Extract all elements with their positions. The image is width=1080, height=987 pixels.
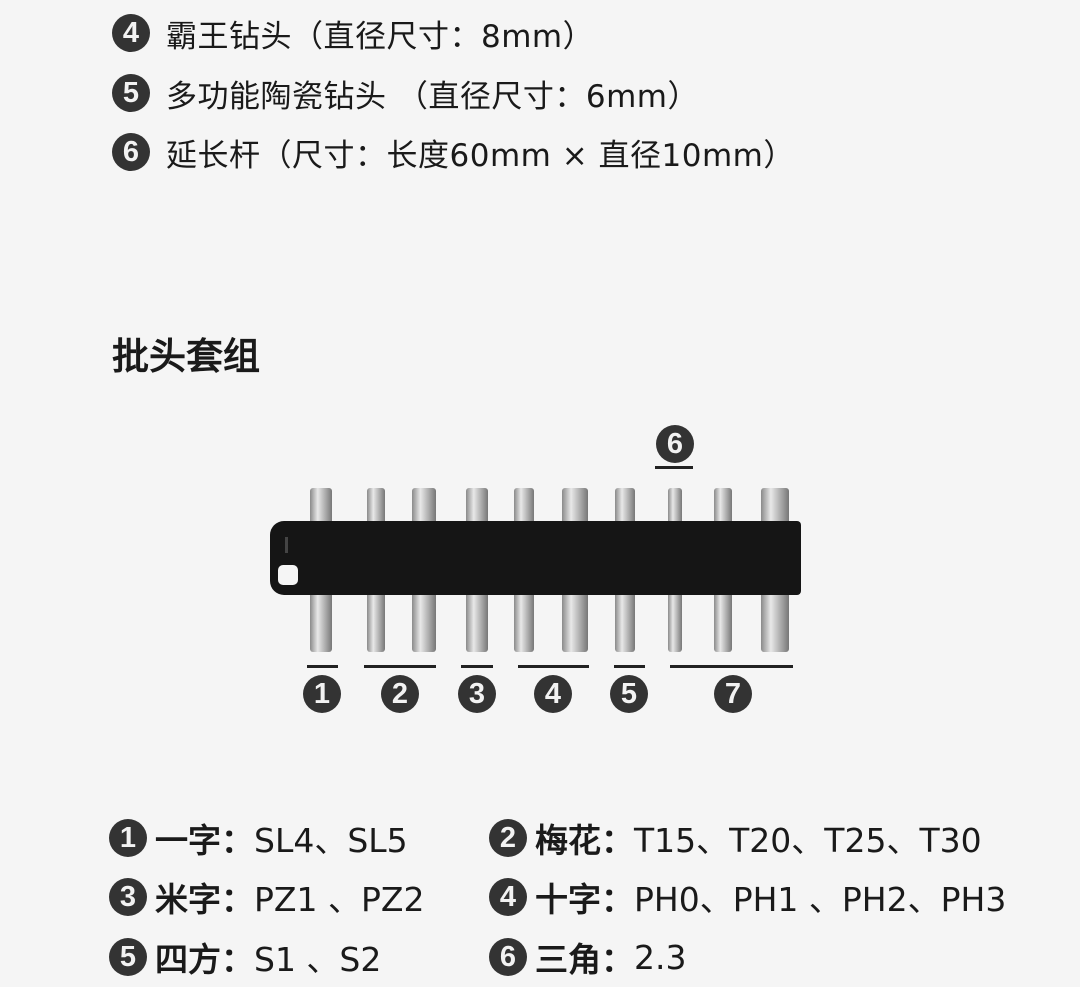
drill-item-text: 霸王钻头（直径尺寸：8mm） (166, 18, 595, 55)
screwdriver-bit (761, 488, 789, 524)
screwdriver-bit (668, 592, 682, 652)
spec-name: 十字： (535, 880, 634, 919)
group-underline (670, 665, 793, 668)
spec-name: 四方： (155, 940, 254, 979)
number-badge: 1 (109, 819, 147, 857)
section-title: 批头套组 (112, 335, 260, 378)
screwdriver-bit (615, 488, 635, 524)
group-underline (461, 665, 493, 668)
screwdriver-bit (367, 488, 385, 524)
spec-item: 3 米字： PZ1 、PZ2 (109, 874, 425, 920)
hanging-hole (278, 565, 298, 585)
screwdriver-bit (367, 592, 385, 652)
spec-name: 米字： (155, 880, 254, 919)
number-badge: 4 (112, 14, 150, 52)
drill-item-text: 延长杆（尺寸：长度60mm × 直径10mm） (166, 137, 795, 174)
figure-label: 1 (303, 675, 341, 713)
group-underline (655, 466, 693, 469)
spec-item: 6 三角： 2.3 (489, 934, 686, 980)
number-badge: 6 (112, 133, 150, 171)
screwdriver-bit (412, 488, 436, 524)
group-underline (364, 665, 436, 668)
drill-item-5: 5 多功能陶瓷钻头 （直径尺寸：6mm） (112, 68, 699, 118)
number-badge: 5 (112, 74, 150, 112)
screwdriver-bit (514, 488, 534, 524)
spec-item: 2 梅花： T15、T20、T25、T30 (489, 815, 982, 861)
drill-item-6: 6 延长杆（尺寸：长度60mm × 直径10mm） (112, 127, 795, 177)
spec-name: 梅花： (535, 821, 634, 860)
screwdriver-bit (714, 488, 732, 524)
figure-label: 6 (656, 425, 694, 463)
bit-holder (270, 521, 801, 595)
spec-name: 三角： (535, 940, 634, 979)
screwdriver-bit (714, 592, 732, 652)
screwdriver-bit (562, 592, 588, 652)
drill-item-text: 多功能陶瓷钻头 （直径尺寸：6mm） (166, 78, 699, 115)
spec-value: 2.3 (634, 937, 687, 977)
screwdriver-bit (514, 592, 534, 652)
screwdriver-bit (562, 488, 588, 524)
screwdriver-bit (412, 592, 436, 652)
number-badge: 5 (109, 938, 147, 976)
figure-label: 4 (534, 675, 572, 713)
number-badge: 3 (109, 878, 147, 916)
screwdriver-bit (615, 592, 635, 652)
screwdriver-bit (761, 592, 789, 652)
screwdriver-bit (310, 592, 332, 652)
screwdriver-bit (466, 488, 488, 524)
screwdriver-bit (466, 592, 488, 652)
spec-name: 一字： (155, 821, 254, 860)
drill-item-4: 4 霸王钻头（直径尺寸：8mm） (112, 8, 594, 58)
number-badge: 6 (489, 938, 527, 976)
spec-item: 4 十字： PH0、PH1 、PH2、PH3 (489, 874, 1006, 920)
spec-item: 1 一字： SL4、SL5 (109, 815, 408, 861)
group-underline (614, 665, 645, 668)
group-underline (307, 665, 338, 668)
number-badge: 4 (489, 878, 527, 916)
spec-value: SL4、SL5 (254, 821, 408, 860)
group-underline (518, 665, 589, 668)
number-badge: 2 (489, 819, 527, 857)
screwdriver-bit (310, 488, 332, 524)
figure-label: 3 (458, 675, 496, 713)
brand-mark (285, 537, 288, 553)
screwdriver-bit (668, 488, 682, 524)
spec-value: PZ1 、PZ2 (254, 880, 425, 919)
figure-label: 5 (610, 675, 648, 713)
figure-label: 2 (381, 675, 419, 713)
figure-label: 7 (714, 675, 752, 713)
spec-value: S1 、S2 (254, 940, 382, 979)
spec-value: PH0、PH1 、PH2、PH3 (634, 880, 1007, 919)
spec-item: 5 四方： S1 、S2 (109, 934, 381, 980)
spec-value: T15、T20、T25、T30 (634, 821, 982, 860)
